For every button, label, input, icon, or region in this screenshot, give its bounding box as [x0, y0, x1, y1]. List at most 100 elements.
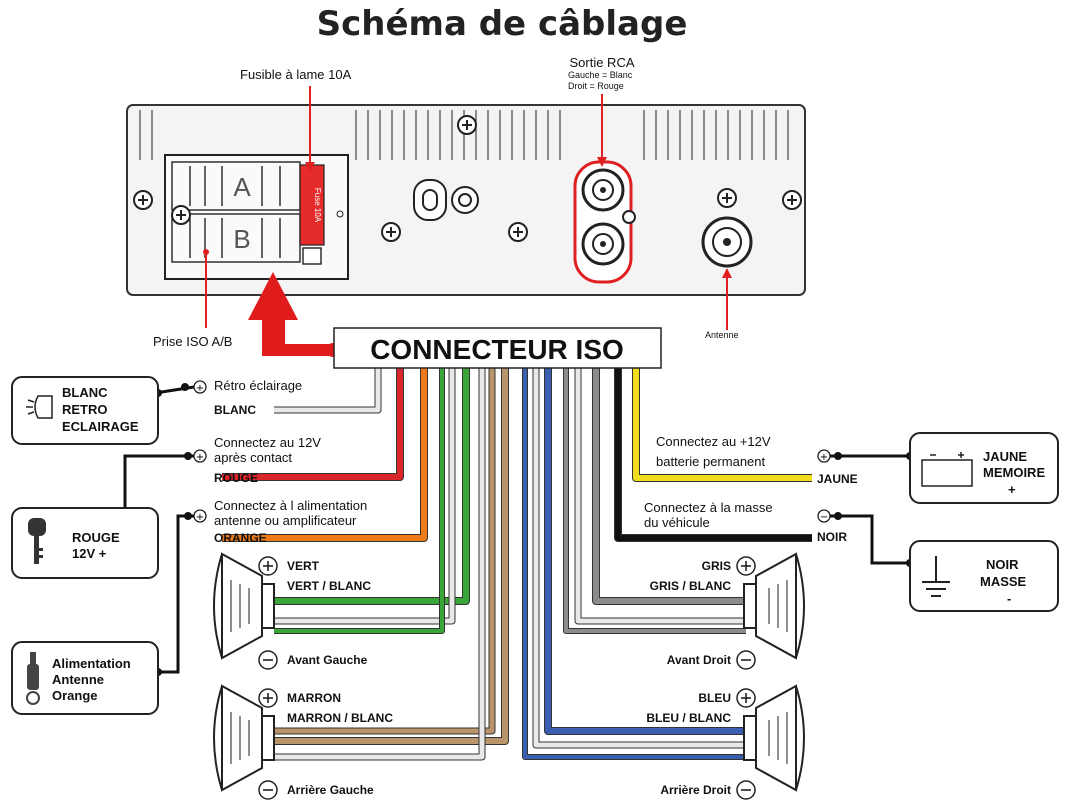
rear-left-neg-label: MARRON / BLANC — [287, 711, 393, 725]
wire-brown-white — [274, 368, 485, 760]
wire-black — [615, 368, 812, 541]
wire-brown — [274, 368, 508, 744]
wire-white — [274, 368, 381, 413]
wire-brown-2-outline — [274, 368, 496, 735]
ground-desc-1: Connectez à la masse — [644, 500, 773, 515]
backlight-desc: Rétro éclairage — [214, 378, 302, 393]
slot-a-label: A — [233, 172, 251, 202]
amp-color: ORANGE — [214, 531, 267, 545]
plus-terminal-icon: + — [193, 509, 207, 523]
antenna-plug-icon — [26, 652, 40, 705]
front-right-neg-label: GRIS / BLANC — [650, 579, 732, 593]
minus-icon — [258, 780, 278, 800]
plus-icon — [736, 556, 756, 576]
screw-icon — [381, 222, 401, 242]
screw-icon — [508, 222, 528, 242]
screw-icon — [457, 115, 477, 135]
wire-blue-white — [533, 368, 746, 748]
knob-icon — [413, 179, 447, 221]
speaker-front-right-icon — [743, 552, 805, 660]
wire-bundle — [222, 368, 812, 761]
plus-terminal-icon: + — [817, 449, 831, 463]
screw-icon — [782, 190, 802, 210]
wire-green-2 — [274, 368, 444, 633]
backlight-box-line-1: BLANC — [62, 385, 108, 400]
plus-icon — [736, 688, 756, 708]
wire-green-white — [274, 368, 455, 624]
wire-yellow — [633, 368, 812, 481]
ignition-desc-2: après contact — [214, 450, 292, 465]
backlight-box-line-2: RETRO — [62, 402, 108, 417]
ground-icon — [922, 556, 950, 597]
amp-desc-1: Connectez à l alimentation — [214, 498, 367, 513]
speaker-front-right-labels: GRIS GRIS / BLANC Avant Droit — [650, 559, 732, 667]
front-right-pos-label: GRIS — [702, 559, 731, 573]
ground-box-line-2: MASSE — [980, 574, 1027, 589]
ignition-box-line-1: ROUGE — [72, 530, 120, 545]
rear-left-pos-label: MARRON — [287, 691, 341, 705]
slot-b-label: B — [233, 224, 250, 254]
antenna-label: Antenne — [705, 330, 739, 340]
head-unit: A B Fuse 10A — [126, 104, 806, 296]
battery-color: JAUNE — [817, 472, 858, 486]
speaker-front-left-labels: VERT VERT / BLANC Avant Gauche — [287, 559, 371, 667]
memory-box: JAUNE MEMOIRE + — [909, 432, 1059, 504]
fuse-icon — [299, 164, 325, 246]
minus-icon — [736, 780, 756, 800]
wire-blue — [545, 368, 746, 734]
ignition-box-line-2: 12V + — [72, 546, 107, 561]
amp-power-box: Alimentation Antenne Orange — [11, 641, 159, 715]
svg-text:+: + — [820, 452, 828, 463]
iso-socket-label: Prise ISO A/B — [153, 334, 232, 349]
svg-text:+: + — [196, 452, 204, 463]
wire-grey-white — [575, 368, 746, 624]
screw-icon — [717, 188, 737, 208]
rca-right-label: Droit = Rouge — [568, 81, 624, 91]
ground-box-line-3: - — [1007, 591, 1011, 606]
fuse-marking: Fuse 10A — [313, 188, 322, 223]
battery-desc-1: Connectez au +12V — [656, 434, 771, 449]
speaker-rear-right-labels: BLEU BLEU / BLANC Arrière Droit — [646, 691, 731, 797]
rear-left-name: Arrière Gauche — [287, 783, 374, 797]
lamp-icon — [26, 395, 53, 419]
rear-right-pos-label: BLEU — [698, 691, 731, 705]
backlight-color: BLANC — [214, 403, 256, 417]
wire-brown-2 — [274, 368, 495, 734]
screw-icon — [133, 190, 153, 210]
key-icon — [28, 518, 46, 564]
battery-desc-2: batterie permanent — [656, 454, 766, 469]
amp-box-line-2: Antenne — [52, 672, 104, 687]
front-left-pos-label: VERT — [287, 559, 320, 573]
iso-connector-box — [333, 327, 662, 369]
ground-desc-2: du véhicule — [644, 515, 710, 530]
minus-icon — [258, 650, 278, 670]
plus-icon — [258, 556, 278, 576]
front-left-name: Avant Gauche — [287, 653, 368, 667]
rca-left-label: Gauche = Blanc — [568, 70, 633, 80]
rear-right-neg-label: BLEU / BLANC — [646, 711, 731, 725]
amp-box-line-3: Orange — [52, 688, 98, 703]
svg-text:+: + — [196, 383, 204, 394]
speaker-rear-left-icon — [213, 684, 275, 792]
backlight-box: BLANC RETRO ECLAIRAGE — [11, 376, 159, 445]
wire-blue-2 — [523, 368, 746, 759]
plus-terminal-icon: + — [193, 380, 207, 394]
ground-box: NOIR MASSE - — [909, 540, 1059, 612]
minus-icon — [736, 650, 756, 670]
memory-box-line-2: MEMOIRE — [983, 465, 1045, 480]
speaker-rear-left-labels: MARRON MARRON / BLANC Arrière Gauche — [287, 691, 393, 797]
iso-connector-label: CONNECTEUR ISO — [370, 334, 624, 365]
rear-right-name: Arrière Droit — [660, 783, 731, 797]
wire-grey-2 — [564, 368, 746, 633]
diagram-title: Schéma de câblage — [317, 4, 688, 44]
wire-grey — [593, 368, 746, 604]
ignition-color: ROUGE — [214, 471, 258, 485]
memory-box-line-1: JAUNE — [983, 449, 1027, 464]
backlight-box-line-3: ECLAIRAGE — [62, 419, 139, 434]
memory-box-line-3: + — [1008, 482, 1016, 497]
ground-box-line-1: NOIR — [986, 557, 1019, 572]
front-left-neg-label: VERT / BLANC — [287, 579, 371, 593]
svg-text:−: − — [820, 512, 828, 523]
rca-title: Sortie RCA — [569, 55, 634, 70]
